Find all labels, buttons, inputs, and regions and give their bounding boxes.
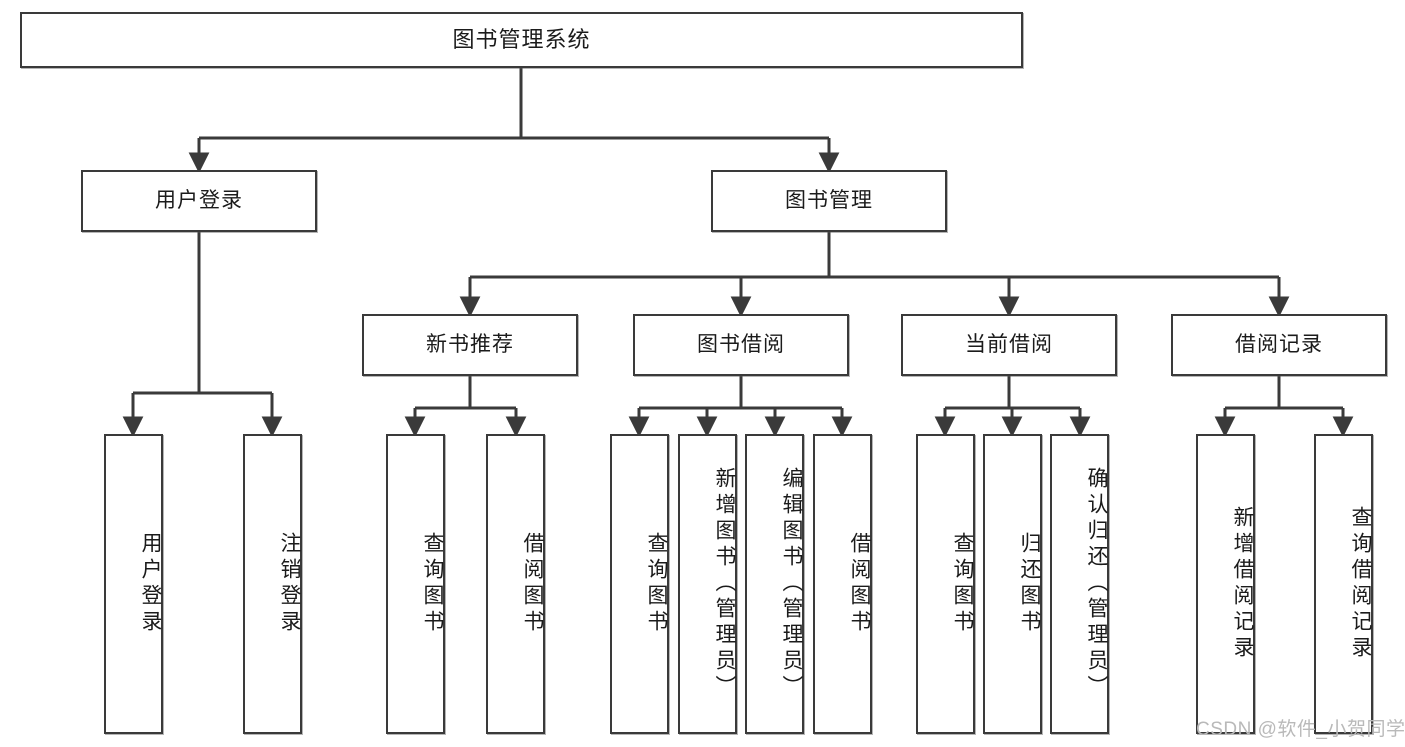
node-leaf-11[interactable]: 新增借阅记录 [1196,434,1255,734]
watermark: CSDN @软件_小贺同学 [1196,719,1405,740]
node-leaf-12[interactable]: 查询借阅记录 [1314,434,1373,734]
node-level2-0[interactable]: 新书推荐 [362,314,578,376]
node-leaf-6[interactable]: 编辑图书（管理员） [745,434,804,734]
node-level1-1[interactable]: 图书管理 [711,170,947,232]
node-leaf-1[interactable]: 注销登录 [243,434,302,734]
node-level2-3[interactable]: 借阅记录 [1171,314,1387,376]
node-leaf-9[interactable]: 归还图书 [983,434,1042,734]
node-leaf-2[interactable]: 查询图书 [386,434,445,734]
node-leaf-0[interactable]: 用户登录 [104,434,163,734]
node-level2-1[interactable]: 图书借阅 [633,314,849,376]
node-leaf-7[interactable]: 借阅图书 [813,434,872,734]
node-leaf-4[interactable]: 查询图书 [610,434,669,734]
node-level2-2[interactable]: 当前借阅 [901,314,1117,376]
node-leaf-3[interactable]: 借阅图书 [486,434,545,734]
node-level1-0[interactable]: 用户登录 [81,170,317,232]
node-leaf-5[interactable]: 新增图书（管理员） [678,434,737,734]
node-leaf-10[interactable]: 确认归还（管理员） [1050,434,1109,734]
node-leaf-8[interactable]: 查询图书 [916,434,975,734]
node-root-图书管理系统[interactable]: 图书管理系统 [20,12,1023,68]
